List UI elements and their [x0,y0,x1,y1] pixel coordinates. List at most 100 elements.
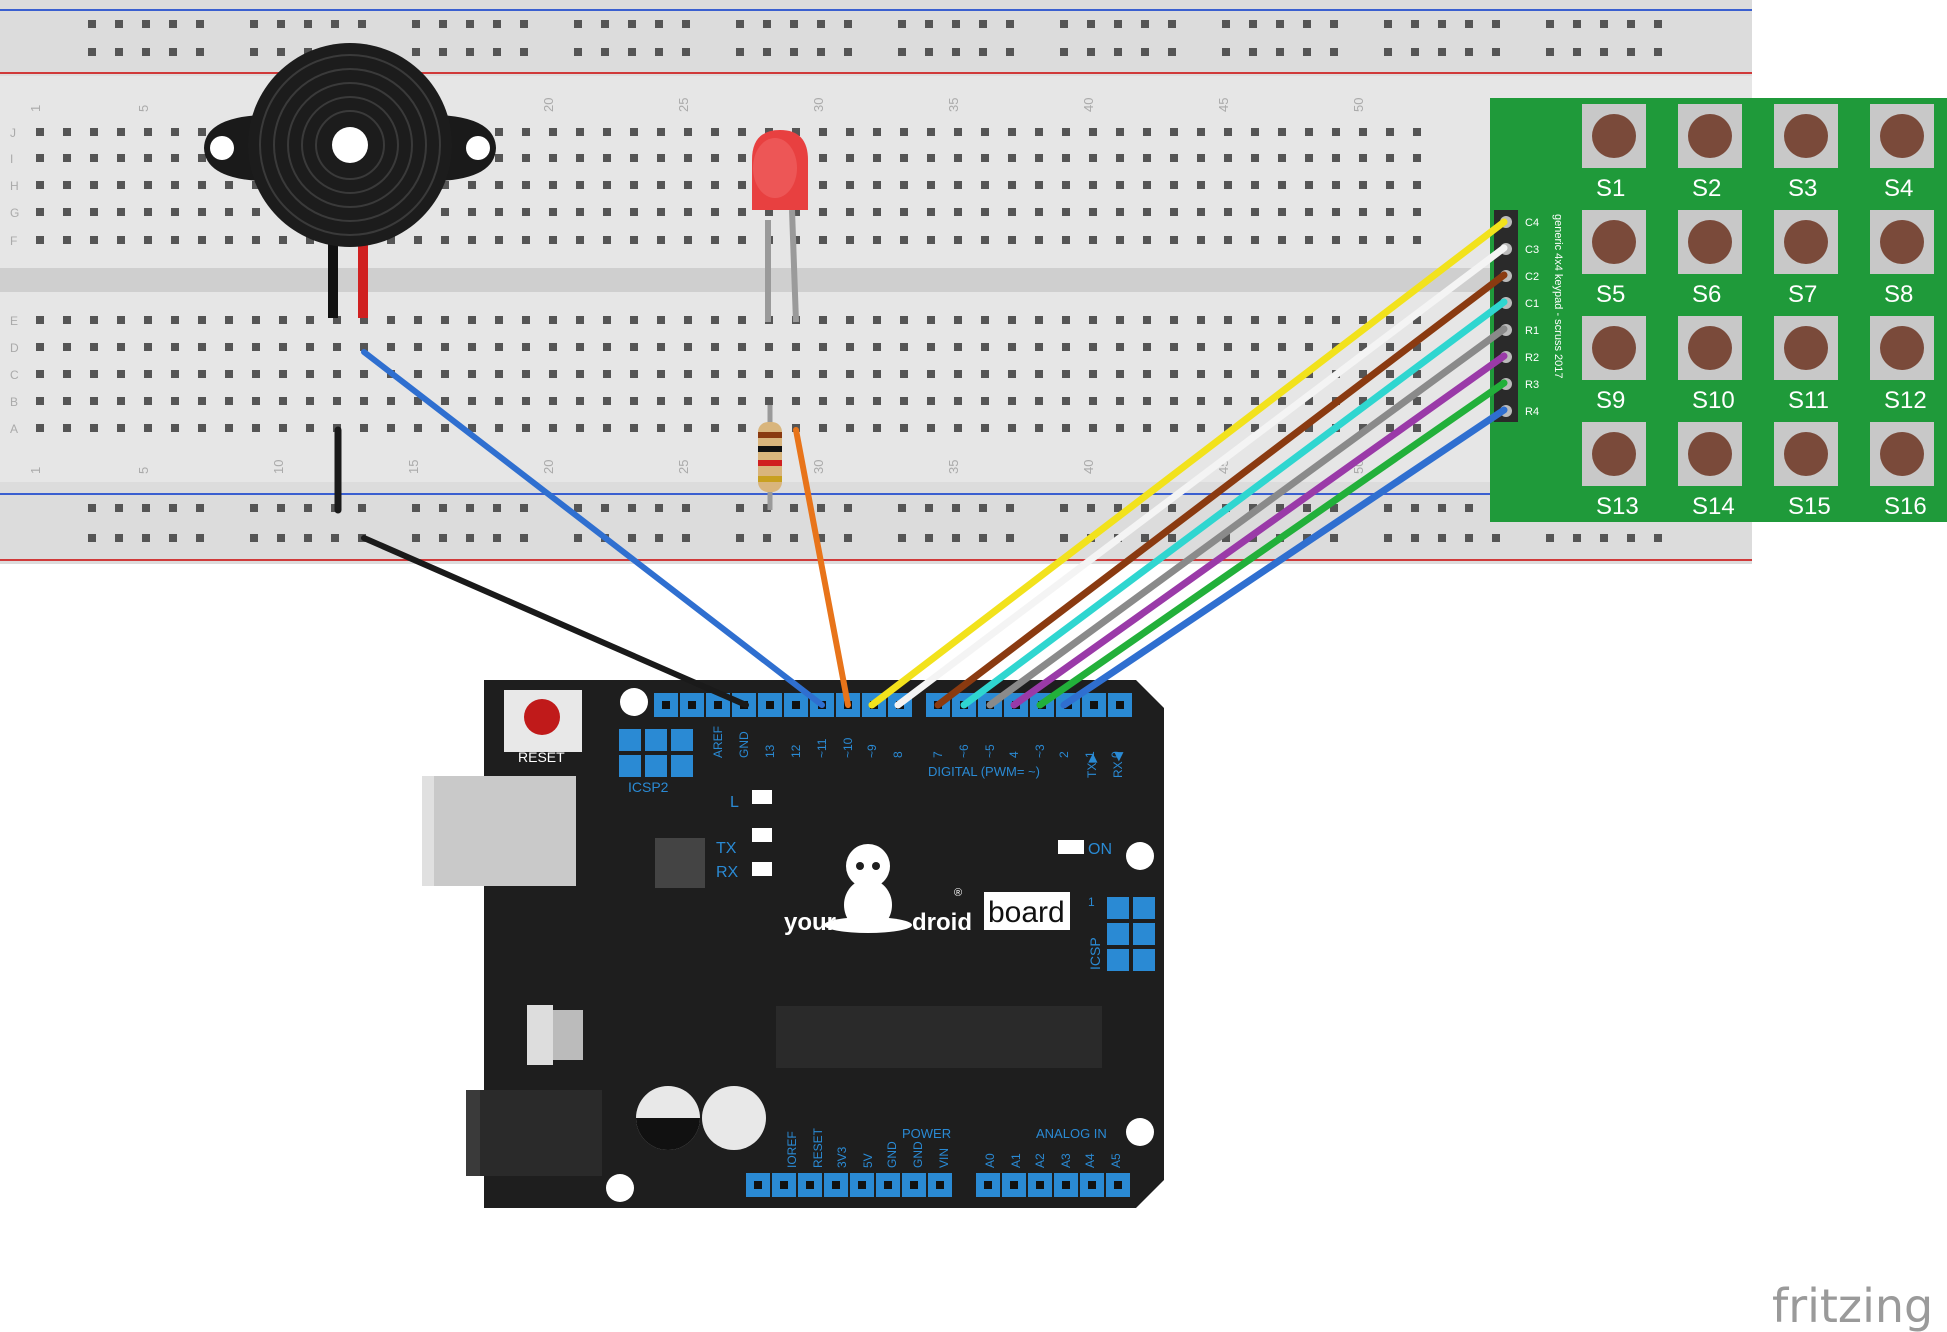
hole [1062,370,1070,378]
keypad-key-label: S5 [1596,281,1625,308]
rail-hole [466,534,474,542]
rail-hole [466,48,474,56]
hole [1116,181,1124,189]
rail-hole [1627,48,1635,56]
icsp-pin [1107,897,1129,919]
hole [144,397,152,405]
power-pin-label: RESET [811,1127,825,1168]
column-number: 20 [541,98,556,112]
hole [1170,424,1178,432]
rail-hole [1627,534,1635,542]
hole [171,236,179,244]
rail-hole [250,48,258,56]
hole [495,128,503,136]
hole [522,343,530,351]
hole [1332,154,1340,162]
hole [1332,128,1340,136]
row-letter: D [10,341,19,355]
hole [1143,208,1151,216]
hole [1008,128,1016,136]
hole [1413,316,1421,324]
hole [1197,181,1205,189]
hole [1089,424,1097,432]
keypad-key-label: S10 [1692,387,1735,414]
hole [1386,424,1394,432]
hole [927,316,935,324]
header-hole [754,1181,762,1189]
hole [819,397,827,405]
hole [1251,397,1259,405]
header-hole [984,1181,992,1189]
hole [873,128,881,136]
hole [522,181,530,189]
hole [279,397,287,405]
hole [576,424,584,432]
hole [684,236,692,244]
rail-hole [1087,504,1095,512]
rail-hole [790,534,798,542]
rail-hole [88,20,96,28]
hole [198,343,206,351]
hole [549,208,557,216]
hole [765,397,773,405]
hole [981,128,989,136]
hole [36,316,44,324]
rail-hole [493,534,501,542]
header-hole [910,1181,918,1189]
keypad-key-cap [1880,432,1924,476]
hole [360,370,368,378]
hole [1278,316,1286,324]
rail-hole [925,534,933,542]
keypad-key-cap [1592,114,1636,158]
hole [1116,128,1124,136]
hole [981,154,989,162]
hole [144,128,152,136]
keypad-key-label: S13 [1596,493,1639,520]
hole [1359,128,1367,136]
row-letter: E [10,314,18,328]
hole [144,370,152,378]
piezo-buzzer [204,43,496,318]
hole [495,208,503,216]
hole [117,128,125,136]
digital-pin-label: 7 [931,751,945,758]
hole [414,343,422,351]
hole [549,128,557,136]
rail-hole [925,20,933,28]
icsp-pin1-label: 1 [1088,895,1095,909]
hole [927,154,935,162]
hole [657,128,665,136]
header-hole [1036,1181,1044,1189]
analog-pin-label: A4 [1083,1153,1097,1168]
hole [306,316,314,324]
hole [873,236,881,244]
hole [414,316,422,324]
hole [279,236,287,244]
rail-hole [277,534,285,542]
hole [927,397,935,405]
hole [738,343,746,351]
hole [900,424,908,432]
rail-hole [169,504,177,512]
hole [1305,397,1313,405]
hole [117,181,125,189]
hole [171,370,179,378]
rail-hole [898,20,906,28]
keypad-title: generic 4x4 keypad - scruss 2017 [1552,214,1564,378]
rail-hole [817,504,825,512]
hole [1035,154,1043,162]
hole [144,181,152,189]
hole [1170,128,1178,136]
rail-hole [439,534,447,542]
hole [684,424,692,432]
rail-hole [142,504,150,512]
hole [1008,424,1016,432]
hole [684,397,692,405]
hole [954,208,962,216]
hole [1116,343,1124,351]
rail-hole [1006,504,1014,512]
hole [1386,128,1394,136]
keypad-key-label: S16 [1884,493,1927,520]
rail-hole [358,20,366,28]
rail-hole [790,504,798,512]
